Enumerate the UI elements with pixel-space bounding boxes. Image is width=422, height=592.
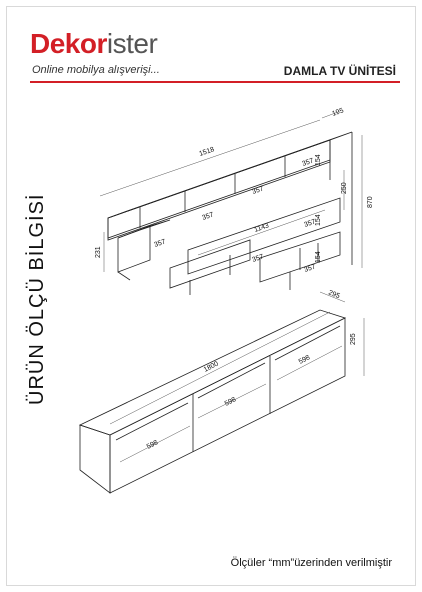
- dim-compartment-7: 357: [303, 263, 316, 273]
- brand-tagline: Online mobilya alışverişi...: [32, 64, 160, 76]
- dim-middle-span: 1143: [253, 222, 270, 234]
- lower-middle-box: [169, 239, 251, 289]
- bottom-dimension-lines: [109, 291, 365, 463]
- measurement-note: Ölçüler “mm”üzerinden verilmiştir: [230, 557, 392, 569]
- dim-back-panel-height: 250: [341, 182, 348, 194]
- dim-compartment-5: 357: [251, 253, 264, 263]
- dim-drawer-width-1: 598: [146, 439, 160, 451]
- dim-small-height-1: 154: [315, 154, 322, 166]
- dim-small-height-3: 154: [315, 251, 322, 263]
- dim-lower-height: 231: [95, 246, 102, 258]
- dim-compartment-1: 357: [301, 157, 314, 167]
- dim-bottom-depth: 295: [327, 289, 341, 300]
- dim-drawer-width-2: 598: [224, 396, 238, 408]
- brand-name-part1: Dekor: [30, 28, 107, 59]
- bottom-unit-top: [78, 309, 347, 436]
- dim-compartment-6: 357: [303, 218, 316, 228]
- upper-box: [107, 139, 331, 241]
- dim-drawer-width-3: 598: [298, 354, 312, 366]
- back-panel: [187, 197, 341, 275]
- dim-total-height: 870: [367, 196, 374, 208]
- brand-logo[interactable]: Dekorister: [30, 28, 158, 59]
- dim-total-width: 1518: [198, 146, 215, 158]
- dim-compartment-4: 357: [153, 238, 166, 248]
- top-dimension-lines: [99, 111, 363, 272]
- top-unit-drawing: [107, 131, 353, 295]
- dim-compartment-2: 357: [251, 185, 264, 195]
- brand-name-part2: ister: [106, 28, 158, 59]
- bottom-unit-side: [79, 424, 111, 494]
- dim-bottom-height: 295: [350, 333, 357, 345]
- lower-right-box: [259, 231, 341, 283]
- bottom-unit-drawing: [78, 309, 347, 494]
- top-dimension-labels: 1518 195 870 250 231 1143 357 357 357 35…: [95, 107, 374, 274]
- page-border: [6, 6, 416, 586]
- product-title: DAMLA TV ÜNİTESİ: [283, 64, 396, 78]
- header-divider: [30, 81, 400, 83]
- dim-depth: 195: [331, 107, 344, 118]
- dim-small-height-2: 154: [315, 214, 322, 226]
- dim-compartment-3: 357: [201, 211, 214, 221]
